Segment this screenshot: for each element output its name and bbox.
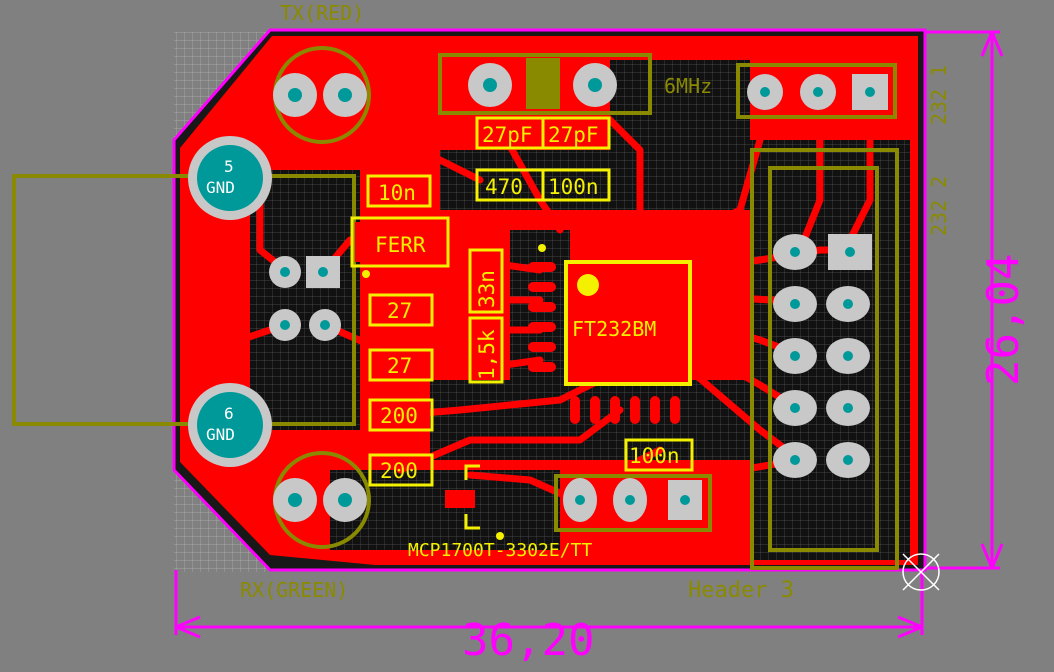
res-1k5: 1,5k	[475, 329, 499, 380]
cap-27pf-a: 27pF	[482, 123, 533, 147]
cap-100n-top: 100n	[548, 175, 599, 199]
cap-27pf-b: 27pF	[548, 123, 599, 147]
origin-marker	[902, 553, 940, 591]
usb-pin-6-number: 6	[224, 404, 234, 423]
dimension-width: 36,20	[462, 615, 594, 666]
overlay-outlines	[12, 46, 899, 570]
ic-label: FT232BM	[572, 317, 656, 341]
polarity-dot	[496, 532, 504, 540]
usb-pin-5-name: GND	[206, 178, 235, 197]
res-27-a: 27	[387, 299, 412, 323]
usb-pin-5-number: 5	[224, 157, 234, 176]
label-header-3: Header 3	[688, 578, 794, 603]
smd-pads	[355, 222, 475, 508]
res-200-a: 200	[380, 404, 418, 428]
res-200-b: 200	[380, 459, 418, 483]
label-crystal: 6MHz	[664, 74, 712, 98]
regulator-label: MCP1700T-3302E/TT	[408, 540, 592, 561]
usb-pin-6-name: GND	[206, 425, 235, 444]
cap-10n: 10n	[378, 181, 416, 205]
label-rx-green: RX(GREEN)	[240, 578, 348, 602]
res-470: 470	[485, 175, 523, 199]
ic-pin1-marker	[577, 274, 599, 296]
label-232-2: 232 2	[927, 176, 951, 236]
cap-33n: 33n	[475, 270, 499, 308]
dimension-lines	[174, 30, 1004, 639]
ferrite-bead: FERR	[375, 233, 426, 257]
cap-100n-bottom: 100n	[629, 444, 680, 468]
res-27-b: 27	[387, 354, 412, 378]
polarity-dot	[538, 244, 546, 252]
ic-pins	[528, 222, 728, 424]
dimension-height: 26,04	[978, 254, 1029, 386]
label-tx-red: TX(RED)	[280, 1, 364, 25]
through-hole-pads	[188, 63, 888, 522]
polarity-dot	[362, 270, 370, 278]
label-232-1: 232 1	[927, 65, 951, 125]
